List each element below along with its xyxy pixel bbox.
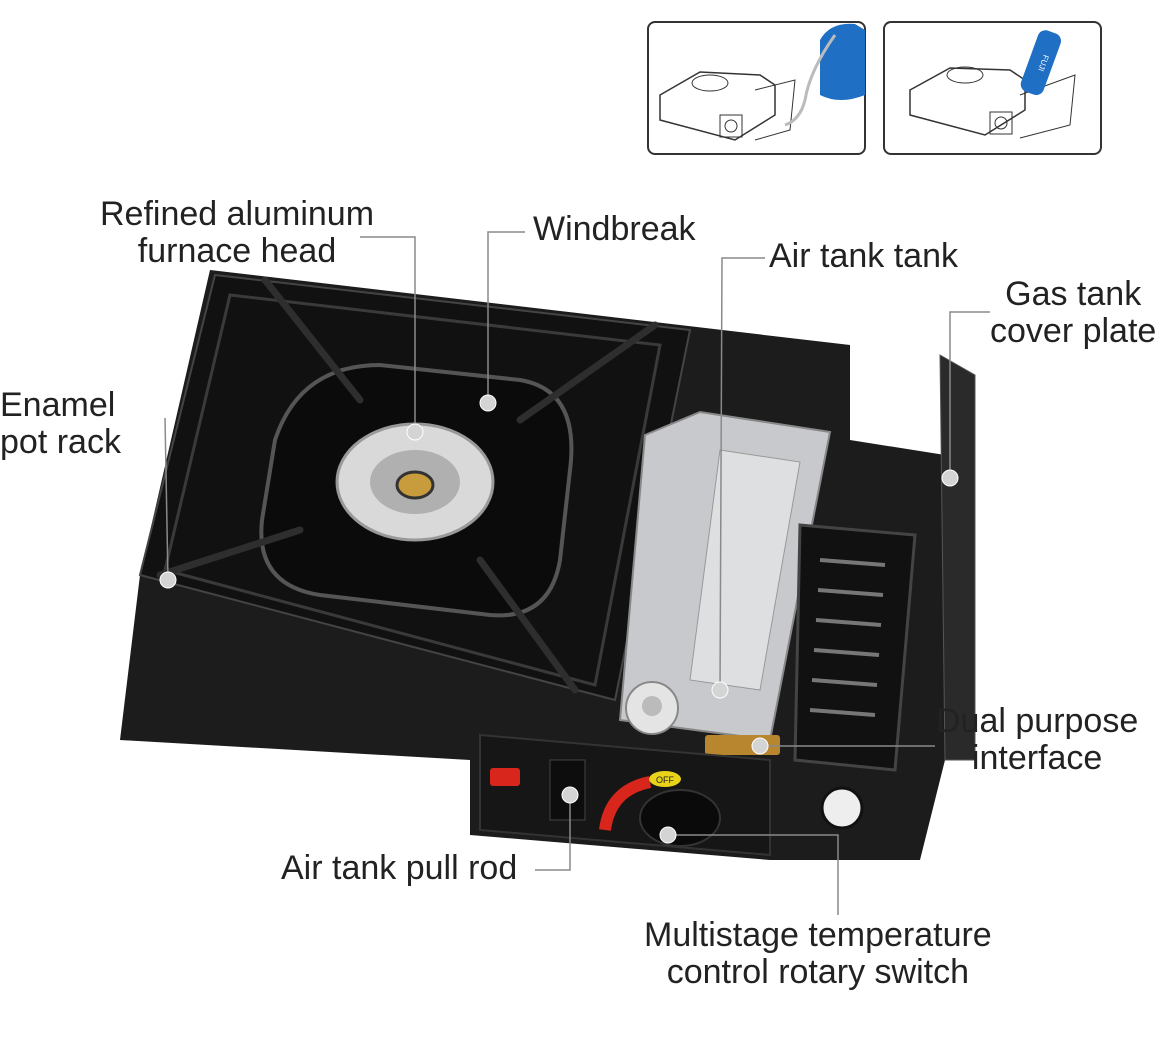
rotary-switch[interactable] — [639, 789, 721, 847]
leader-dots — [159, 394, 959, 844]
label-line: Enamel — [0, 386, 116, 424]
label-line: Multistage temperature — [644, 916, 992, 954]
label-furnace-head: Refined aluminum furnace head — [100, 196, 374, 270]
stove-body: OFF — [120, 270, 976, 860]
dual-purpose-interface — [705, 735, 780, 755]
label-rotary-switch: Multistage temperature control rotary sw… — [644, 917, 992, 991]
leader-lines — [164, 231, 990, 915]
label-enamel-pot-rack: Enamel pot rack — [0, 387, 121, 461]
label-line: cover plate — [990, 312, 1157, 350]
label-line: pot rack — [0, 423, 121, 461]
inset-cartridge-insert: FUJI — [883, 21, 1102, 155]
inset-hose-connection — [647, 21, 866, 155]
label-line: Refined aluminum — [100, 195, 375, 233]
label-dual-purpose-interface: Dual purpose interface — [936, 703, 1138, 777]
label-line: Gas tank — [1005, 275, 1142, 313]
gas-tank-cover-plate — [939, 354, 976, 761]
label-air-tank-pull-rod: Air tank pull rod — [281, 849, 518, 887]
label-windbreak: Windbreak — [533, 210, 696, 248]
label-line: Dual purpose — [936, 702, 1139, 740]
label-line: interface — [971, 739, 1103, 777]
knob-off-mark: OFF — [656, 775, 674, 785]
label-gas-tank-cover: Gas tank cover plate — [990, 276, 1156, 350]
enamel-pot-rack — [156, 276, 659, 694]
label-line: furnace head — [137, 232, 337, 270]
label-line: control rotary switch — [666, 953, 970, 991]
label-air-tank: Air tank tank — [769, 237, 958, 275]
